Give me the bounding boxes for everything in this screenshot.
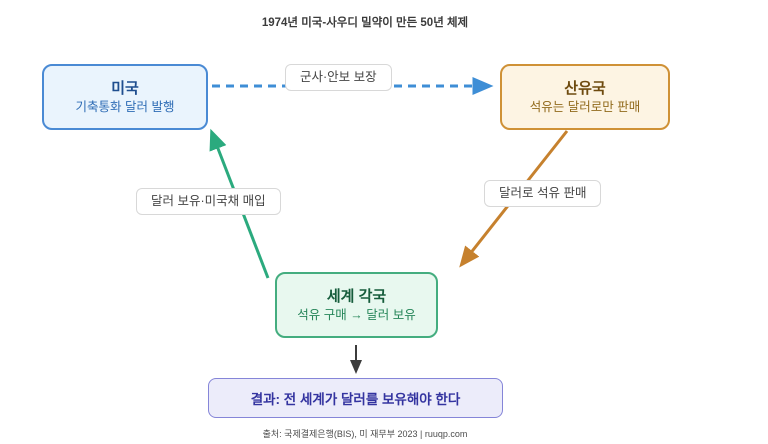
node-world-subtitle: 석유 구매 → 달러 보유: [297, 307, 416, 322]
node-oil-title: 산유국: [564, 79, 606, 97]
node-world-countries: 세계 각국 석유 구매 → 달러 보유: [275, 272, 438, 338]
diagram-title: 1974년 미국-사우디 밀약이 만든 50년 체제: [261, 17, 469, 29]
node-usa-title: 미국: [111, 79, 139, 97]
node-usa-subtitle: 기축통화 달러 발행: [75, 99, 175, 114]
node-oil-producers: 산유국 석유는 달러로만 판매: [500, 64, 670, 130]
edge-label-bonds: 달러 보유·미국채 매입: [136, 188, 281, 215]
edge-label-oilsale: 달러로 석유 판매: [484, 180, 602, 207]
edge-label-security: 군사·안보 보장: [285, 64, 392, 91]
node-world-title: 세계 각국: [326, 287, 387, 305]
source-footer: 출처: 국제결제은행(BIS), 미 재무부 2023 | ruuqp.com: [262, 429, 468, 439]
node-usa: 미국 기축통화 달러 발행: [42, 64, 208, 130]
node-result: 결과: 전 세계가 달러를 보유해야 한다: [208, 378, 503, 418]
node-oil-subtitle: 석유는 달러로만 판매: [529, 99, 641, 114]
node-result-label: 결과: 전 세계가 달러를 보유해야 한다: [250, 392, 461, 407]
